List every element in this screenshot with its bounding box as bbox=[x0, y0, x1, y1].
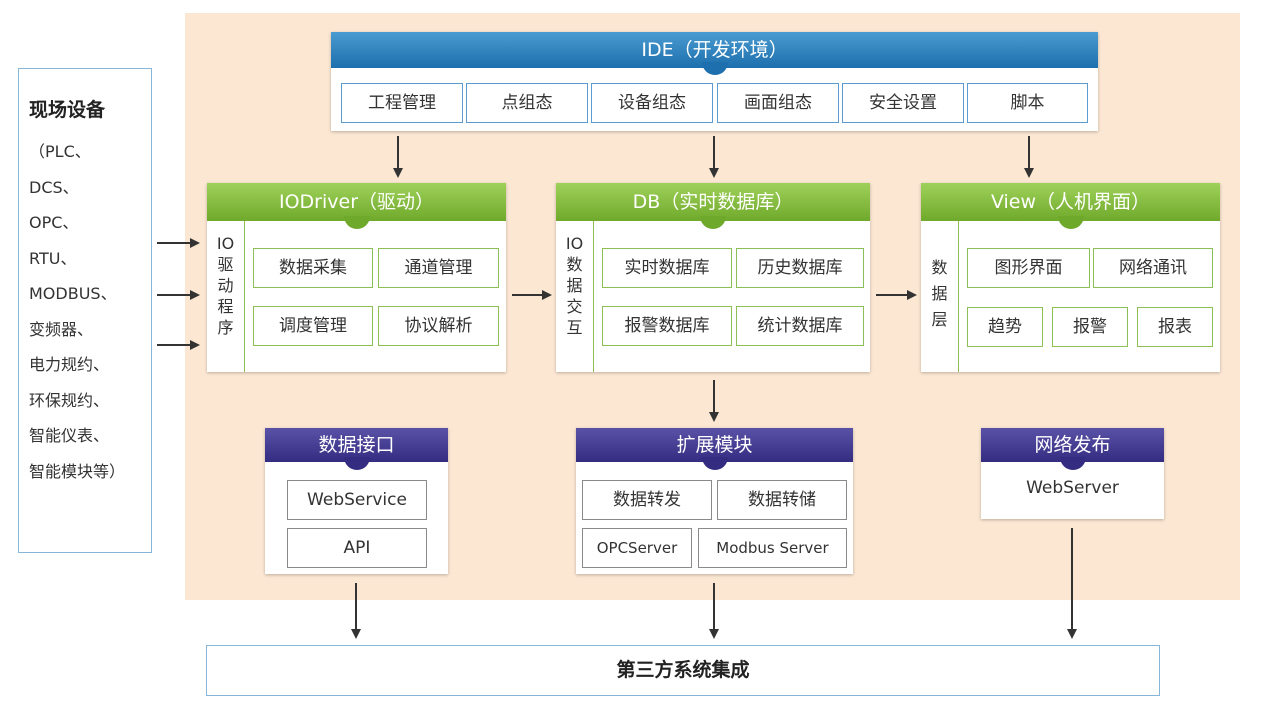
extension-box: 扩展模块 数据转发 数据转储 OPCServer Modbus Server bbox=[576, 428, 853, 574]
db-cell: 报警数据库 bbox=[602, 306, 732, 346]
db-cell: 实时数据库 bbox=[602, 248, 732, 288]
field-devices-title: 现场设备 bbox=[29, 99, 106, 121]
extension-title: 扩展模块 bbox=[676, 434, 753, 456]
side-char: IO bbox=[216, 234, 235, 253]
ide-box: IDE（开发环境） 工程管理 点组态 设备组态 画面组态 安全设置 脚本 bbox=[331, 32, 1098, 131]
db-side-label: IO 数 据 交 互 bbox=[556, 221, 594, 372]
header-knob bbox=[343, 216, 370, 229]
header-knob bbox=[1059, 457, 1086, 470]
view-cell: 报警 bbox=[1052, 307, 1128, 347]
db-header: DB（实时数据库） bbox=[556, 183, 870, 229]
web-publish-cell: WebServer bbox=[1026, 478, 1119, 498]
device-line: 变频器、 bbox=[29, 319, 94, 339]
extension-cell: OPCServer bbox=[582, 528, 692, 568]
ide-header: IDE（开发环境） bbox=[331, 32, 1098, 75]
device-line: 智能模块等） bbox=[29, 461, 126, 481]
header-knob bbox=[700, 216, 726, 229]
ide-item: 设备组态 bbox=[591, 83, 713, 123]
ide-item: 安全设置 bbox=[842, 83, 964, 123]
db-cell: 历史数据库 bbox=[736, 248, 864, 288]
web-publish-box: 网络发布 WebServer bbox=[981, 428, 1164, 519]
side-char: 驱 bbox=[217, 255, 234, 274]
data-interface-box: 数据接口 WebService API bbox=[265, 428, 448, 574]
side-char: IO bbox=[565, 234, 584, 253]
iodriver-cell: 调度管理 bbox=[253, 306, 373, 346]
iodriver-cell: 数据采集 bbox=[253, 248, 373, 288]
side-char: 动 bbox=[217, 276, 234, 295]
side-char: 交 bbox=[566, 297, 583, 316]
header-knob bbox=[1057, 216, 1084, 229]
data-interface-cell: API bbox=[287, 528, 427, 568]
web-publish-title: 网络发布 bbox=[1034, 434, 1111, 456]
device-line: 环保规约、 bbox=[29, 390, 110, 410]
iodriver-header: IODriver（驱动） bbox=[207, 183, 506, 229]
side-char: 据 bbox=[931, 284, 948, 303]
header-knob bbox=[701, 457, 728, 470]
ide-item: 点组态 bbox=[466, 83, 588, 123]
data-interface-title: 数据接口 bbox=[318, 434, 395, 456]
view-box: View（人机界面） 数 据 层 图形界面 网络通讯 趋势 报警 报表 bbox=[921, 183, 1220, 372]
third-party-integration-bar: 第三方系统集成 bbox=[206, 645, 1160, 696]
side-char: 序 bbox=[217, 318, 234, 337]
view-cell: 图形界面 bbox=[967, 248, 1090, 288]
field-devices-panel: 现场设备 （PLC、 DCS、 OPC、 RTU、 MODBUS、 变频器、 电… bbox=[18, 68, 152, 553]
iodriver-box: IODriver（驱动） IO 驱 动 程 序 数据采集 通道管理 调度管理 协… bbox=[207, 183, 506, 372]
device-line: （PLC、 bbox=[29, 142, 91, 161]
side-char: 层 bbox=[931, 310, 948, 329]
ide-item: 画面组态 bbox=[717, 83, 839, 123]
iodriver-side-label: IO 驱 动 程 序 bbox=[207, 221, 245, 372]
side-char: 程 bbox=[217, 297, 234, 316]
view-header: View（人机界面） bbox=[921, 183, 1220, 229]
device-line: RTU、 bbox=[29, 248, 77, 268]
web-publish-header: 网络发布 bbox=[981, 428, 1164, 470]
view-cell: 报表 bbox=[1137, 307, 1213, 347]
side-char: 数 bbox=[566, 255, 583, 274]
header-knob bbox=[701, 62, 728, 75]
header-knob bbox=[343, 457, 370, 470]
view-cell: 趋势 bbox=[967, 307, 1043, 347]
ide-item: 工程管理 bbox=[341, 83, 463, 123]
iodriver-title: IODriver（驱动） bbox=[278, 191, 435, 213]
device-line: 电力规约、 bbox=[29, 355, 110, 374]
device-line: 智能仪表、 bbox=[29, 426, 110, 445]
data-interface-cell: WebService bbox=[287, 480, 427, 520]
iodriver-cell: 通道管理 bbox=[378, 248, 499, 288]
data-interface-header: 数据接口 bbox=[265, 428, 448, 470]
view-title: View（人机界面） bbox=[990, 191, 1151, 213]
ide-item: 脚本 bbox=[967, 83, 1088, 123]
side-char: 互 bbox=[566, 318, 583, 337]
device-line: MODBUS、 bbox=[29, 284, 117, 303]
side-char: 据 bbox=[566, 276, 583, 295]
view-cell: 网络通讯 bbox=[1093, 248, 1213, 288]
db-cell: 统计数据库 bbox=[736, 306, 864, 346]
iodriver-cell: 协议解析 bbox=[378, 306, 499, 346]
extension-cell: Modbus Server bbox=[698, 528, 847, 568]
extension-cell: 数据转储 bbox=[717, 480, 847, 520]
view-side-label: 数 据 层 bbox=[921, 221, 959, 372]
ide-title: IDE（开发环境） bbox=[641, 39, 788, 61]
extension-header: 扩展模块 bbox=[576, 428, 853, 470]
db-box: DB（实时数据库） IO 数 据 交 互 实时数据库 历史数据库 报警数据库 统… bbox=[556, 183, 870, 372]
side-char: 数 bbox=[931, 258, 948, 277]
db-title: DB（实时数据库） bbox=[632, 191, 794, 213]
extension-cell: 数据转发 bbox=[582, 480, 712, 520]
device-line: OPC、 bbox=[29, 213, 79, 232]
device-line: DCS、 bbox=[29, 177, 79, 197]
